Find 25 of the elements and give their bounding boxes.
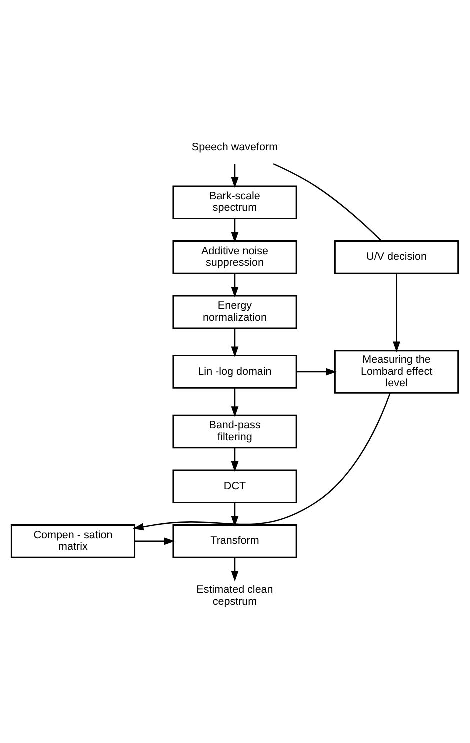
arrow — [134, 537, 176, 545]
arrow — [393, 273, 400, 352]
node-box: Bark-scale spectrum — [172, 185, 298, 219]
arrow — [231, 448, 239, 472]
node-box: Transform — [172, 524, 298, 558]
node-box: Energy normalization — [172, 294, 298, 329]
node-text: Estimated clean cepstrum — [196, 584, 274, 608]
node-box: DCT — [172, 469, 298, 503]
arrow — [231, 388, 239, 417]
node-box: Lin -log domain — [172, 354, 298, 388]
node-box: Compen - sation matrix — [10, 524, 136, 558]
node-box: Measuring the Lombard effect level — [334, 350, 460, 394]
arrow — [296, 368, 337, 376]
connector — [273, 162, 382, 242]
node-box: U/V decision — [334, 240, 460, 274]
arrow — [231, 218, 239, 242]
arrow — [231, 502, 239, 526]
arrow — [231, 557, 239, 582]
node-text: Speech waveform — [192, 141, 278, 154]
node-box: Additive noise suppression — [172, 240, 298, 274]
arrow — [231, 164, 239, 188]
node-box: Band-pass filtering — [172, 414, 298, 448]
arrow — [231, 273, 239, 298]
arrow — [133, 392, 391, 530]
arrow — [231, 328, 239, 357]
